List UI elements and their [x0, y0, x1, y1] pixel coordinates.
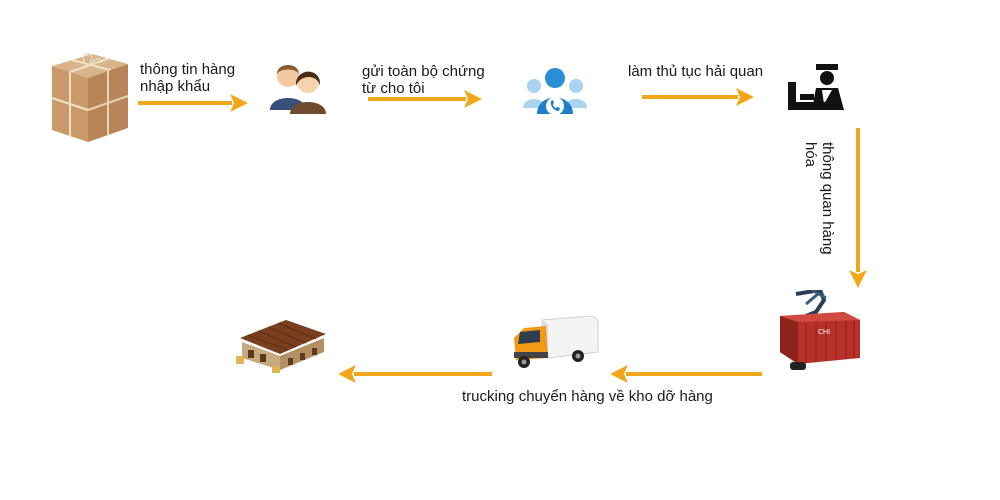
customs-officer-icon: [786, 64, 846, 112]
trucking-label: trucking chuyển hàng về kho dỡ hàng: [462, 388, 713, 405]
delivery-truck-icon: [508, 314, 600, 372]
arrow-2: [368, 90, 482, 108]
contact-phone-icon: [520, 64, 590, 122]
import-info-label: thông tin hàng nhập khẩu: [140, 61, 235, 95]
package-box-icon: [46, 48, 132, 146]
send-docs-label: gửi toàn bộ chứng từ cho tôi: [362, 63, 485, 97]
container-crane-icon: CHI: [776, 290, 866, 372]
people-icon: [268, 60, 328, 116]
svg-text:CHI: CHI: [818, 329, 830, 336]
warehouse-icon: [236, 312, 328, 374]
clearance-label: thông quan hàng hóa: [802, 142, 836, 255]
arrow-1: [138, 94, 248, 112]
customs-procedure-label: làm thủ tục hải quan: [628, 63, 764, 80]
arrow-5: [610, 365, 762, 383]
arrow-4: [849, 128, 867, 288]
arrow-6: [338, 365, 492, 383]
arrow-3: [642, 88, 754, 106]
clearance-line1: thông quan hàng: [819, 142, 836, 255]
send-docs-line1: gửi toàn bộ chứng: [362, 63, 485, 80]
import-info-line2: nhập khẩu: [140, 78, 211, 95]
send-docs-line2: từ cho tôi: [362, 80, 425, 97]
clearance-line2: hóa: [802, 142, 819, 168]
import-info-line1: thông tin hàng: [140, 61, 236, 78]
